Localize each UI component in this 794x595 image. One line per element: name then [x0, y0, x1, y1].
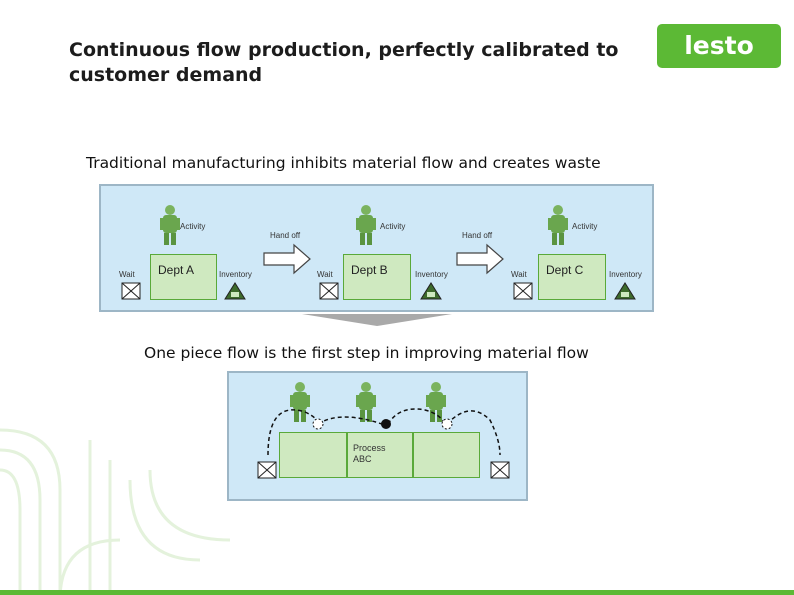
process-cell-2 — [347, 432, 413, 478]
dept-b-label: Dept B — [351, 263, 388, 277]
logo-text: lesto — [684, 31, 754, 60]
handoff-label-1: Hand off — [270, 231, 301, 240]
inventory-label-a: Inventory — [219, 270, 252, 279]
process-cell-3 — [413, 432, 480, 478]
worker-icon-1 — [290, 382, 310, 422]
wait-label-c: Wait — [511, 270, 527, 279]
dept-b-box — [343, 254, 411, 300]
activity-label-c: Activity — [572, 222, 598, 231]
worker-icon-2 — [356, 382, 376, 422]
wait-label-b: Wait — [317, 270, 333, 279]
handoff-label-2: Hand off — [462, 231, 493, 240]
wip-dot-2 — [381, 419, 391, 429]
transition-arrow-icon — [302, 314, 452, 326]
inventory-label-c: Inventory — [609, 270, 642, 279]
wip-dot-1 — [312, 418, 324, 430]
dept-c-label: Dept C — [546, 263, 584, 277]
dept-c-box — [538, 254, 606, 300]
dept-a-label: Dept A — [158, 263, 195, 277]
activity-label-a: Activity — [180, 222, 206, 231]
one-piece-heading: One piece flow is the first step in impr… — [144, 344, 589, 362]
wait-icon-in — [257, 461, 277, 479]
inventory-label-b: Inventory — [415, 270, 448, 279]
process-cell-1 — [279, 432, 347, 478]
activity-label-b: Activity — [380, 222, 406, 231]
process-label: Process ABC — [353, 443, 386, 464]
wait-icon-out — [490, 461, 510, 479]
traditional-heading: Traditional manufacturing inhibits mater… — [86, 154, 601, 172]
brand-logo — [657, 24, 781, 68]
wait-label-a: Wait — [119, 270, 135, 279]
dept-a-box — [150, 254, 217, 300]
worker-icon-3 — [426, 382, 446, 422]
page-title: Continuous flow production, perfectly ca… — [69, 39, 619, 86]
wip-dot-3 — [441, 418, 453, 430]
